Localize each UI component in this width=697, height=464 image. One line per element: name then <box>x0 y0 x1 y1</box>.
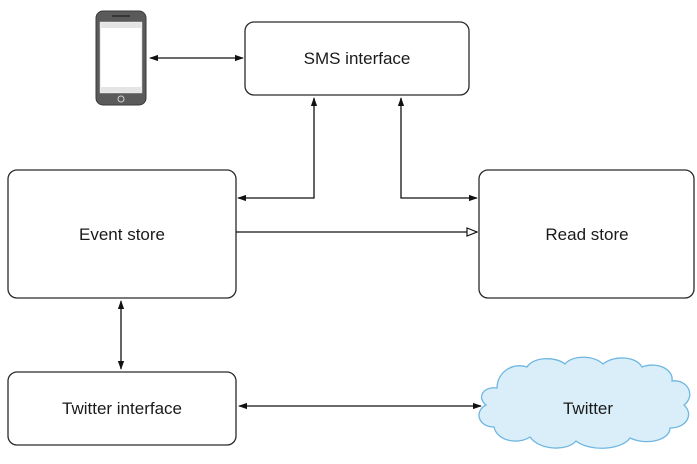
smartphone-icon <box>95 10 147 106</box>
twitter-label: Twitter <box>563 399 613 418</box>
cloud-icon <box>478 356 691 449</box>
twitter-node: Twitter <box>478 356 691 449</box>
event-store-node: Event store <box>7 169 237 299</box>
twitter-interface-node: Twitter interface <box>7 371 237 446</box>
sms-interface-node: SMS interface <box>244 21 470 96</box>
read-store-node: Read store <box>478 169 695 299</box>
read-store-label: Read store <box>545 225 628 244</box>
twitter-interface-label: Twitter interface <box>62 399 182 418</box>
sms-interface-label: SMS interface <box>304 49 411 68</box>
sms-to-event-store-arrow <box>237 97 318 202</box>
sms-to-read-store-arrow <box>397 97 478 202</box>
event-store-label: Event store <box>79 225 165 244</box>
